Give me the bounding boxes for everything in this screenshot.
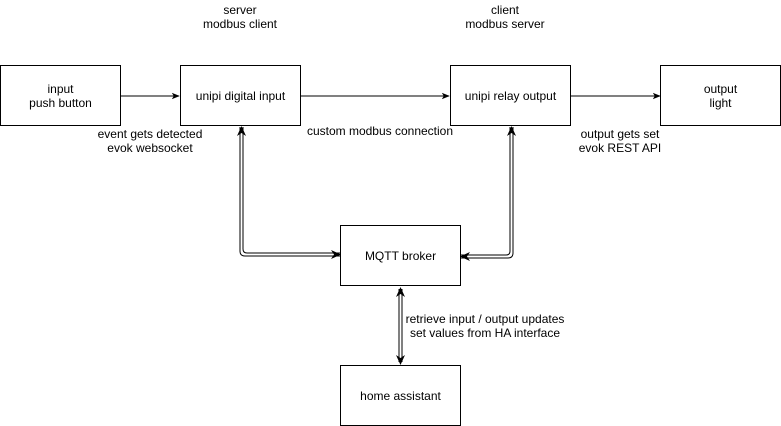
node-output: output light [660,65,781,126]
label-client-modbus-server: client modbus server [455,3,555,31]
label-server-modbus-client: server modbus client [190,3,290,31]
label-output-set-line1: output gets set [580,127,660,141]
label-custom-modbus-connection: custom modbus connection [300,124,460,138]
label-retrieve-updates: retrieve input / output updates set valu… [400,312,570,340]
node-mqtt-broker-label: MQTT broker [364,248,437,263]
node-home-assistant: home assistant [340,365,461,426]
label-modbus-conn-text: custom modbus connection [306,124,454,138]
node-unipi-relay-output-label: unipi relay output [464,88,557,103]
label-output-gets-set: output gets set evok REST API [565,127,675,155]
label-event-line1: event gets detected [97,127,203,141]
label-client-line1: client [490,3,519,17]
node-input: input push button [0,65,121,126]
label-server-line1: server [223,3,257,17]
label-output-set-line2: evok REST API [578,141,662,155]
label-server-line2: modbus client [202,17,278,31]
node-mqtt-broker: MQTT broker [340,225,461,286]
arrow-digital-input-mqtt [237,126,341,259]
node-unipi-digital-input: unipi digital input [180,65,301,126]
label-retrieve-line1: retrieve input / output updates [405,312,565,326]
node-home-assistant-label: home assistant [360,388,441,403]
arrow-relay-output-mqtt [460,126,516,261]
node-input-line2: push button [29,95,92,110]
label-retrieve-line2: set values from HA interface [409,326,561,340]
node-output-line1: output [703,81,738,96]
arrow-mqtt-home-assistant [396,287,405,365]
label-client-line2: modbus server [465,17,545,31]
label-event-detected: event gets detected evok websocket [85,127,215,155]
node-input-line1: input [47,81,74,96]
node-output-line2: light [709,95,732,110]
label-event-line2: evok websocket [107,141,193,155]
node-unipi-digital-input-label: unipi digital input [195,88,286,103]
node-unipi-relay-output: unipi relay output [450,65,571,126]
